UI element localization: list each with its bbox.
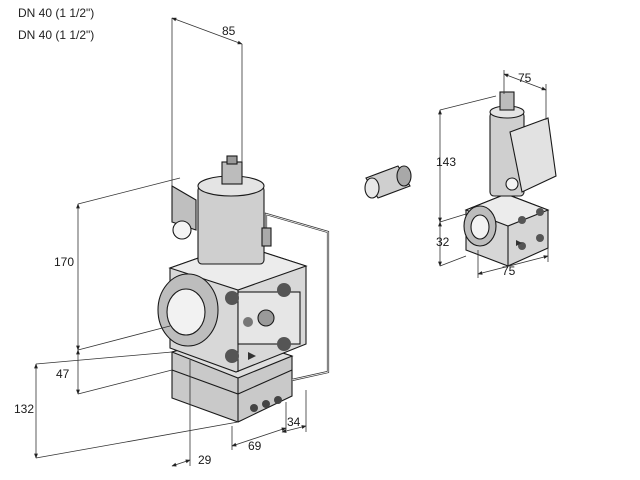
header-line-2: DN 40 (1 1/2") [18, 28, 95, 42]
dim-small-height-lower: 32 [436, 235, 450, 249]
inlet-port [166, 288, 206, 336]
screw-2 [225, 349, 239, 363]
dimension-lines [34, 17, 549, 467]
dim-small-width-bottom: 75 [502, 264, 516, 278]
pressure-port [257, 309, 275, 327]
dim-main-height-lower: 47 [56, 367, 70, 381]
header-line-1: DN 40 (1 1/2") [18, 6, 95, 20]
dim-main-offset-bottom: 29 [198, 453, 212, 467]
dim-main-depth-bottom: 69 [248, 439, 262, 453]
base-port-3 [274, 396, 282, 404]
screw-3 [277, 283, 291, 297]
main-solenoid [171, 155, 265, 265]
pilot-fitting [261, 227, 272, 247]
main-valve-body [157, 243, 308, 373]
base-port-1 [250, 404, 258, 412]
dim-small-width-top: 75 [518, 71, 532, 85]
small-valve-assembly [463, 91, 557, 267]
dim-main-side-bottom: 34 [287, 415, 301, 429]
flow-arrow-main [248, 352, 256, 360]
dim-main-width-top: 85 [222, 24, 236, 38]
screw-4 [277, 337, 291, 351]
cable-gland [364, 165, 412, 199]
main-valve-assembly [157, 155, 330, 423]
dim-main-height-body: 170 [54, 255, 74, 269]
dimension-labels: 85 170 47 132 29 69 34 75 143 32 75 [14, 24, 532, 467]
coil-connector [221, 161, 243, 185]
test-nipple [243, 317, 253, 327]
small-connector-box [509, 117, 557, 193]
dim-main-height-total: 132 [14, 402, 34, 416]
base-port-2 [262, 400, 270, 408]
screw-1 [225, 291, 239, 305]
dim-small-height-body: 143 [436, 155, 456, 169]
